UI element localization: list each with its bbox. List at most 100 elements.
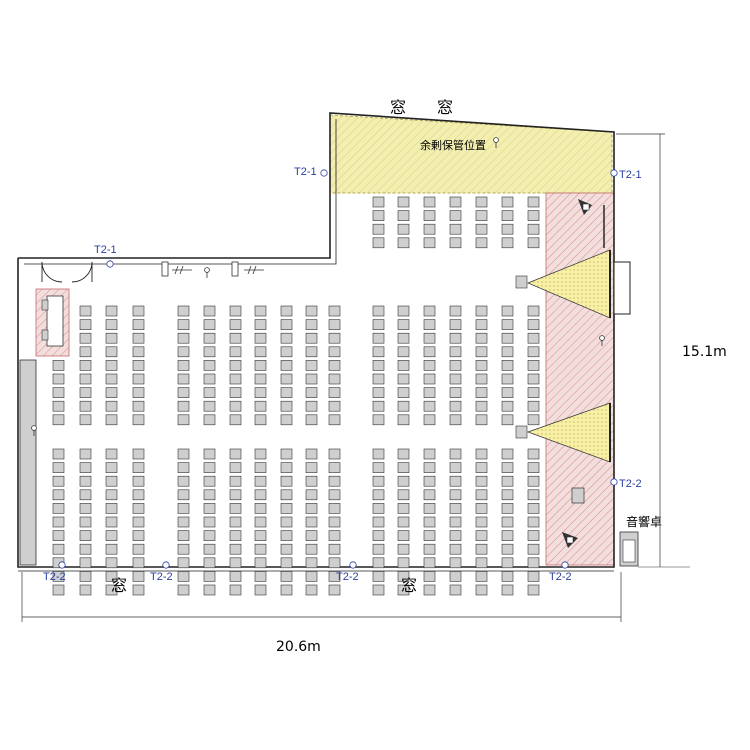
chair (423, 319, 436, 330)
chair (449, 475, 462, 487)
chair (105, 414, 118, 426)
outlet-tag: T2-1 (94, 244, 117, 256)
chair (449, 543, 462, 555)
chair (229, 360, 242, 371)
chair (203, 543, 216, 555)
chair (475, 530, 488, 541)
chair (105, 489, 118, 501)
chair (372, 530, 385, 541)
chair (79, 373, 92, 385)
microphone-icon (31, 137, 605, 436)
chair (527, 475, 540, 487)
chair (177, 475, 190, 487)
chair (177, 373, 190, 385)
chair (527, 462, 540, 473)
chair (475, 571, 488, 582)
chair (305, 360, 318, 371)
chair (449, 557, 462, 569)
chair (105, 400, 118, 412)
chair (328, 530, 341, 541)
chair (501, 503, 514, 514)
chair (132, 400, 145, 412)
chair (79, 557, 92, 569)
chair (423, 516, 436, 528)
chair (527, 516, 540, 528)
chair (203, 516, 216, 528)
storage-area (329, 114, 613, 194)
chair (132, 584, 145, 596)
chair (254, 414, 267, 426)
sound-desk-label: 音響卓 (626, 514, 662, 529)
chair (203, 360, 216, 371)
chair (423, 237, 436, 249)
chair (475, 387, 488, 398)
chair (280, 360, 293, 371)
chair (305, 332, 318, 344)
chair (449, 373, 462, 385)
chair (372, 346, 385, 358)
chair (203, 387, 216, 398)
chair (52, 400, 65, 412)
chair (105, 543, 118, 555)
chair (105, 475, 118, 487)
chair (423, 503, 436, 514)
chair (177, 503, 190, 514)
chair (423, 346, 436, 358)
chair (229, 319, 242, 330)
chair (229, 543, 242, 555)
chair (397, 516, 410, 528)
chair (423, 584, 436, 596)
chair (79, 346, 92, 358)
chair (52, 475, 65, 487)
chair (79, 319, 92, 330)
chair (397, 584, 410, 596)
chair (305, 571, 318, 582)
chair (475, 543, 488, 555)
chair (475, 332, 488, 344)
chair (177, 414, 190, 426)
chair (229, 414, 242, 426)
chair (328, 584, 341, 596)
chair (79, 530, 92, 541)
chair (527, 557, 540, 569)
chair (132, 360, 145, 371)
chair (397, 557, 410, 569)
chair (372, 584, 385, 596)
chair (105, 448, 118, 460)
chair (527, 223, 540, 235)
chair (397, 489, 410, 501)
chair (177, 489, 190, 501)
chair (475, 448, 488, 460)
chair (203, 400, 216, 412)
chair (105, 373, 118, 385)
chair (229, 489, 242, 501)
chair (475, 462, 488, 473)
chair (423, 543, 436, 555)
chair (372, 373, 385, 385)
chair (254, 319, 267, 330)
chair (397, 346, 410, 358)
chair (397, 448, 410, 460)
chair (79, 584, 92, 596)
chair (254, 400, 267, 412)
chair (449, 360, 462, 371)
chair (501, 360, 514, 371)
chair (52, 543, 65, 555)
chair (501, 543, 514, 555)
chair (132, 332, 145, 344)
chair (280, 387, 293, 398)
chair (372, 319, 385, 330)
chair (305, 414, 318, 426)
chair (79, 571, 92, 582)
chair (328, 346, 341, 358)
chair (305, 475, 318, 487)
chair (397, 237, 410, 249)
chair (254, 489, 267, 501)
chair (229, 462, 242, 473)
chair (397, 503, 410, 514)
chair (280, 530, 293, 541)
chair (105, 462, 118, 473)
chair (449, 516, 462, 528)
window-label: 窓 (437, 98, 453, 117)
